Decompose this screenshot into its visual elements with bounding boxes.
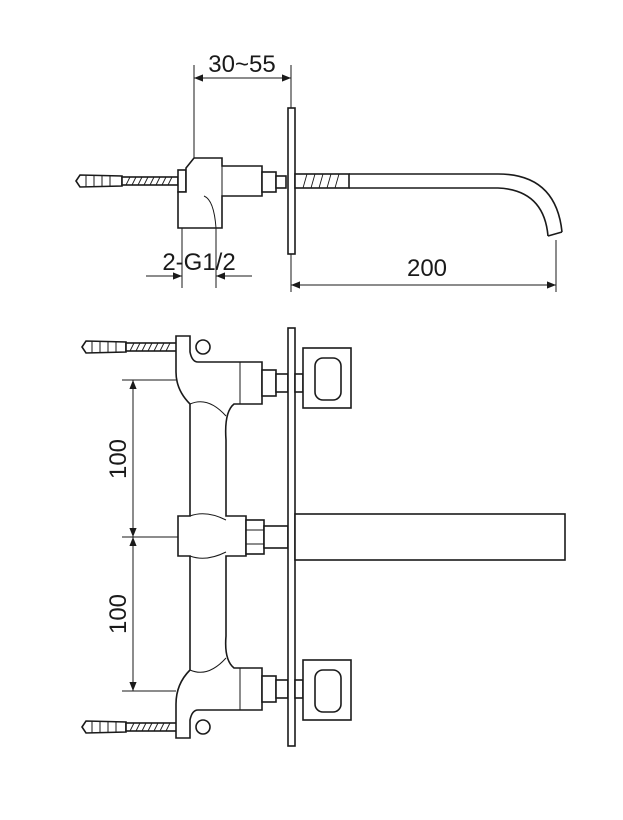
wall-plate bbox=[287, 107, 296, 255]
valve-manifold bbox=[175, 335, 263, 739]
plan-view: 100 100 bbox=[81, 327, 566, 747]
lower-handle bbox=[302, 659, 352, 721]
upper-coupling-nut bbox=[261, 369, 277, 397]
dimension-spout-length: 200 bbox=[290, 240, 557, 292]
dimension-depth-label: 30~55 bbox=[208, 51, 275, 78]
dimension-spacing-lower-label: 100 bbox=[105, 594, 132, 634]
dimension-connection: 2-G1/2 bbox=[146, 228, 252, 288]
lower-anchor-bolt bbox=[81, 719, 211, 735]
plan-wall-plate bbox=[287, 327, 296, 747]
dimension-depth: 30~55 bbox=[193, 51, 292, 158]
dimension-spacing-upper-label: 100 bbox=[105, 439, 132, 479]
wall-anchor-bolt bbox=[75, 174, 179, 188]
center-coupling-nut bbox=[245, 519, 265, 555]
valve-body bbox=[177, 157, 263, 229]
coupling-nut bbox=[261, 171, 277, 193]
mounting-bracket bbox=[177, 169, 187, 193]
spout bbox=[294, 173, 563, 237]
dimension-spacing: 100 100 bbox=[105, 379, 178, 692]
upper-handle bbox=[302, 347, 352, 409]
plan-spout bbox=[294, 513, 566, 561]
dimension-connection-label: 2-G1/2 bbox=[162, 249, 235, 276]
upper-anchor-bolt bbox=[81, 339, 211, 355]
dimension-spout-length-label: 200 bbox=[407, 255, 447, 282]
side-view: 30~55 2-G1/2 200 bbox=[75, 51, 563, 292]
lower-coupling-nut bbox=[261, 675, 277, 703]
